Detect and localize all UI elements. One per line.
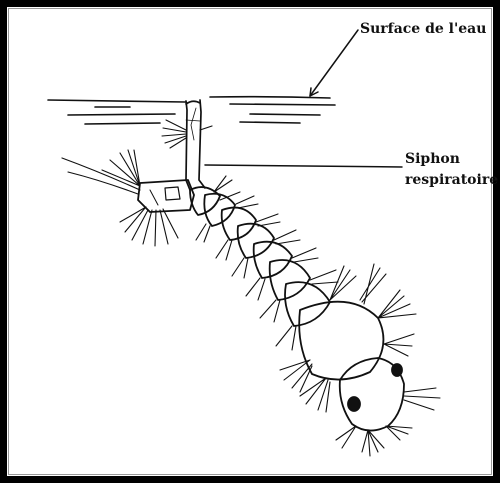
siphon-label-line1: Siphon [405,150,460,168]
body-bristles [196,176,416,412]
siphon-leader-line [205,165,402,167]
siphon-label-line2: respiratoire [405,171,498,189]
water-surface-label: Surface de l'eau [360,20,486,38]
mouth-brushes [62,150,178,246]
larva-body-segments [190,187,383,379]
surface-leader-line [310,30,358,96]
respiratory-siphon [186,100,205,190]
